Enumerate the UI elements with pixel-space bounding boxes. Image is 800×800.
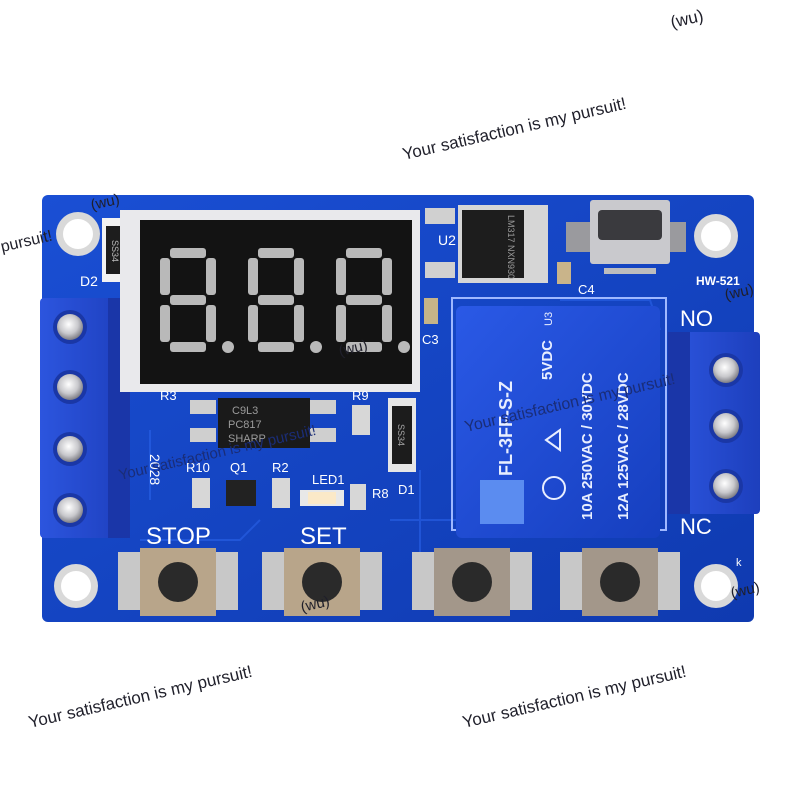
digit-1-segment-4 (170, 342, 206, 352)
digit-3-segment-3 (382, 305, 392, 342)
label-c3: C3 (422, 332, 439, 347)
digit-3-segment-4 (346, 342, 382, 352)
label-set: SET (300, 523, 347, 550)
micro-usb-connector (566, 200, 686, 274)
right-terminal-block (668, 332, 760, 514)
label-c4: C4 (578, 282, 595, 297)
display-digits (160, 248, 410, 353)
left-terminal-block (40, 298, 130, 538)
label-stop: STOP (146, 523, 211, 550)
optocoupler: C9L3 PC817 SHARP (190, 398, 336, 448)
date-code: 2028 (147, 454, 163, 485)
label-d1: D1 (398, 482, 415, 497)
digit-2-segment-4 (258, 342, 294, 352)
watermark-tag-right: (wu) (723, 281, 755, 304)
label-r8: R8 (372, 486, 389, 501)
digit-2-decimal-point (310, 341, 322, 353)
label-u2: U2 (438, 232, 456, 248)
label-r9: R9 (352, 388, 369, 403)
digit-3-segment-6 (336, 258, 346, 295)
relay-rating-2: 12A 125VAC / 28VDC (615, 372, 632, 520)
digit-1-segment-5 (160, 305, 170, 342)
label-q1: Q1 (230, 460, 247, 475)
diode-d2-code: SS34 (110, 240, 120, 262)
tactile-button-4[interactable] (560, 548, 680, 616)
watermark-slogan-bottom-left: Your satisfaction is my pursuit! (27, 662, 254, 732)
diode-d1-code: SS34 (396, 424, 406, 446)
digit-3-segment-2 (382, 258, 392, 295)
relay-coil: 5VDC (539, 340, 556, 380)
optocoupler-code: C9L3 (232, 405, 258, 417)
label-led1: LED1 (312, 472, 345, 487)
mounting-holes (54, 212, 738, 608)
tactile-button-3[interactable] (412, 548, 532, 616)
watermark-slogan-top: Your satisfaction is my pursuit! (401, 94, 628, 164)
label-k: k (736, 557, 742, 569)
digit-2-segment-6 (248, 258, 258, 295)
digit-1-segment-7 (170, 295, 206, 305)
relay-rating-1: 10A 250VAC / 30VDC (579, 372, 596, 520)
relay-model: FL-3FF-S-Z (496, 381, 516, 476)
regulator-text: LM317 NXN930 (506, 215, 516, 279)
regulator-u2: LM317 NXN930 (425, 205, 548, 283)
relay-mark: U3 (543, 312, 555, 326)
relay-u3: FL-3FF-S-Z 5VDC U3 10A 250VAC / 30VDC 12… (456, 306, 660, 538)
digit-3-segment-5 (336, 305, 346, 342)
watermark-tag-left: (wu) (89, 191, 121, 214)
digit-1-segment-6 (160, 258, 170, 295)
label-r3: R3 (160, 388, 177, 403)
watermark-tag-bottom-mid: (wu) (299, 593, 331, 616)
digit-1-segment-1 (170, 248, 206, 258)
digit-3-segment-1 (346, 248, 382, 258)
digit-3-segment-7 (346, 295, 382, 305)
watermark-tag-bottom-right: (wu) (729, 579, 761, 602)
watermark-tag-top: (wu) (669, 6, 705, 32)
label-d2: D2 (80, 273, 98, 289)
digit-1-segment-3 (206, 305, 216, 342)
label-nc: NC (680, 514, 712, 539)
diode-d1: SS34 (388, 398, 416, 472)
optocoupler-line1: PC817 (228, 419, 262, 431)
stop-button[interactable] (118, 548, 238, 616)
digit-2-segment-5 (248, 305, 258, 342)
watermark-slogan-bottom-right: Your satisfaction is my pursuit! (461, 662, 688, 732)
watermark-tag-mid: (wu) (337, 337, 369, 360)
digit-2-segment-3 (294, 305, 304, 342)
digit-3-decimal-point (398, 341, 410, 353)
digit-2-segment-1 (258, 248, 294, 258)
label-r2: R2 (272, 460, 289, 475)
digit-1-segment-2 (206, 258, 216, 295)
label-r10: R10 (186, 460, 210, 475)
optocoupler-line2: SHARP (228, 433, 266, 445)
seven-segment-display (120, 210, 420, 392)
digit-2-segment-7 (258, 295, 294, 305)
label-no: NO (680, 306, 713, 331)
digit-1-decimal-point (222, 341, 234, 353)
set-button[interactable] (262, 548, 382, 616)
board-model: HW-521 (696, 274, 740, 288)
digit-2-segment-2 (294, 258, 304, 295)
